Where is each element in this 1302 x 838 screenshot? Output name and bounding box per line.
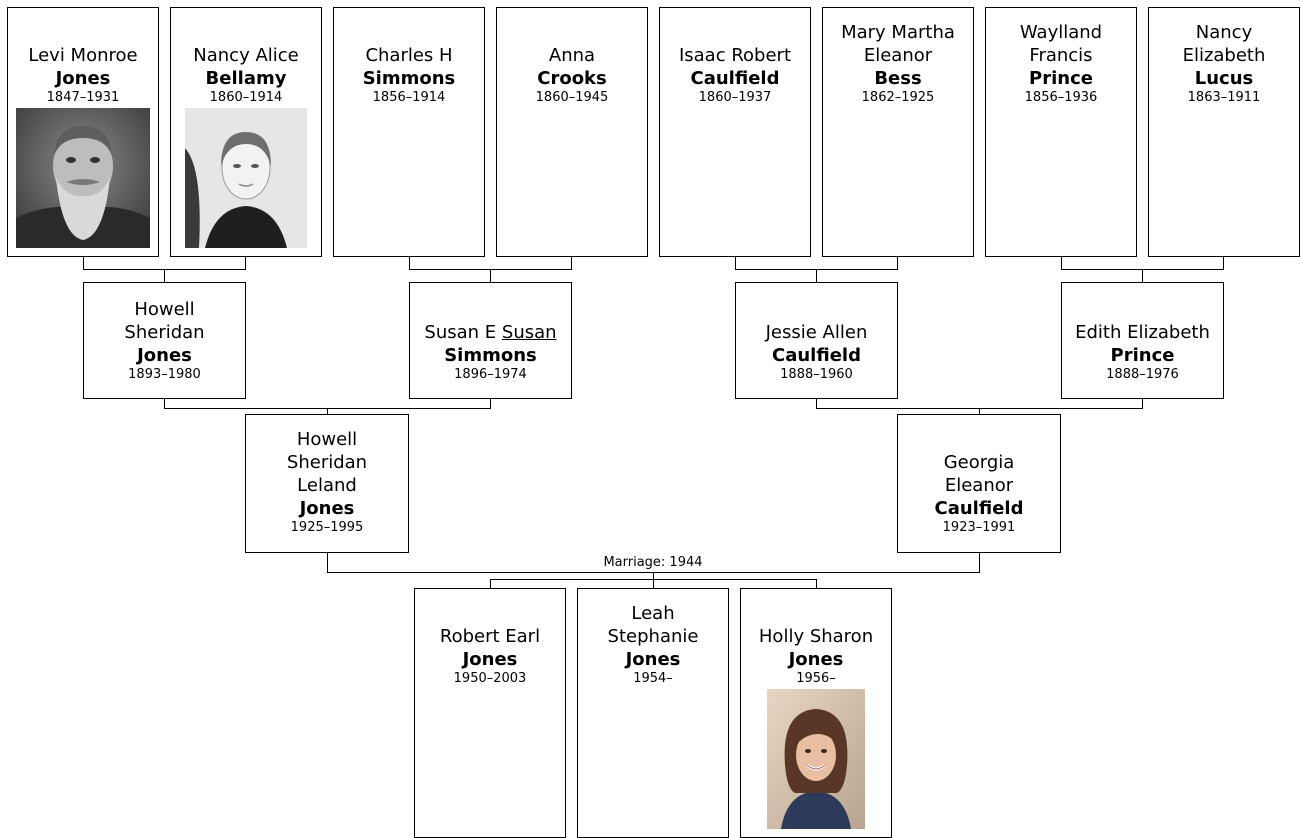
person-card[interactable]: Holly Sharon Jones 1956– (740, 588, 892, 838)
surname: Jones (625, 649, 681, 670)
portrait-photo[interactable] (185, 108, 307, 248)
surname: Jones (137, 345, 192, 366)
surname: Prince (1110, 345, 1175, 366)
life-years: 1863–1911 (1187, 90, 1261, 105)
person-card[interactable]: Nancy Elizabeth Lucus 1863–1911 (1148, 7, 1300, 257)
life-years: 1860–1937 (698, 90, 772, 105)
given-name: Howell Sheridan Leland (286, 429, 368, 496)
connector-line (83, 257, 84, 269)
given-name: Anna (548, 45, 596, 66)
connector-line (979, 408, 980, 414)
portrait-photo[interactable] (16, 108, 150, 248)
portrait-photo[interactable] (767, 689, 865, 829)
surname: Simmons (444, 345, 537, 366)
connector-line (164, 269, 165, 282)
nickname: Susan (501, 322, 557, 343)
connector-line (327, 408, 328, 414)
connector-line (490, 269, 491, 282)
connector-line (409, 257, 410, 269)
life-years: 1923–1991 (942, 520, 1016, 535)
life-years: 1956– (796, 671, 836, 686)
given-name: Leah Stephanie (607, 603, 699, 647)
life-years: 1954– (633, 671, 673, 686)
surname: Jones (788, 649, 844, 670)
life-years: 1847–1931 (46, 90, 120, 105)
given-name-text: Susan E (424, 322, 497, 343)
surname: Bellamy (205, 68, 287, 89)
connector-line (653, 579, 654, 588)
connector-line (1142, 269, 1143, 282)
person-card[interactable]: Waylland Francis Prince 1856–1936 (985, 7, 1137, 257)
connector-line (816, 269, 817, 282)
connector-line (490, 579, 491, 588)
surname: Caulfield (772, 345, 861, 366)
given-name: Mary Martha Eleanor (841, 22, 955, 66)
person-card[interactable]: Howell Sheridan Leland Jones 1925–1995 (245, 414, 409, 553)
given-name: Nancy Elizabeth (1182, 22, 1266, 66)
person-card[interactable]: Edith Elizabeth Prince 1888–1976 (1061, 282, 1224, 399)
connector-line (327, 553, 328, 572)
person-card[interactable]: Anna Crooks 1860–1945 (496, 7, 648, 257)
connector-line (1142, 399, 1143, 408)
marriage-label: Marriage: 1944 (583, 556, 723, 570)
person-card[interactable]: Leah Stephanie Jones 1954– (577, 588, 729, 838)
connector-line (816, 579, 817, 588)
surname: Caulfield (690, 68, 780, 89)
person-card[interactable]: Isaac Robert Caulfield 1860–1937 (659, 7, 811, 257)
surname: Caulfield (934, 498, 1024, 519)
given-name: Holly Sharon (758, 626, 874, 647)
life-years: 1888–1960 (780, 367, 853, 382)
life-years: 1925–1995 (290, 520, 364, 535)
connector-line (816, 399, 817, 408)
given-name: Robert Earl (439, 626, 541, 647)
life-years: 1860–1914 (209, 90, 283, 105)
person-card[interactable]: Levi Monroe Jones 1847–1931 (7, 7, 159, 257)
life-years: 1893–1980 (128, 367, 201, 382)
surname: Jones (55, 68, 111, 89)
surname: Jones (299, 498, 355, 519)
given-name: Charles H (365, 45, 453, 66)
person-card[interactable]: Charles H Simmons 1856–1914 (333, 7, 485, 257)
person-card[interactable]: Mary Martha Eleanor Bess 1862–1925 (822, 7, 974, 257)
surname: Prince (1029, 68, 1093, 89)
given-name: Edith Elizabeth (1075, 322, 1210, 343)
person-card[interactable]: Robert Earl Jones 1950–2003 (414, 588, 566, 838)
surname: Crooks (537, 68, 607, 89)
person-card[interactable]: Georgia Eleanor Caulfield 1923–1991 (897, 414, 1061, 553)
given-name: Jessie Allen (765, 322, 868, 343)
life-years: 1860–1945 (535, 90, 609, 105)
surname: Jones (462, 649, 518, 670)
given-name: Howell Sheridan (124, 299, 205, 343)
connector-line (571, 257, 572, 269)
life-years: 1888–1976 (1106, 367, 1179, 382)
person-card[interactable]: Susan E Susan Simmons 1896–1974 (409, 282, 572, 399)
given-name: Georgia Eleanor (943, 452, 1015, 496)
given-name: Nancy Alice (193, 45, 299, 66)
person-card[interactable]: Howell Sheridan Jones 1893–1980 (83, 282, 246, 399)
given-name: Waylland Francis (1019, 22, 1103, 66)
life-years: 1856–1936 (1024, 90, 1098, 105)
connector-line (1223, 257, 1224, 269)
connector-line (245, 257, 246, 269)
surname: Lucus (1194, 68, 1254, 89)
surname: Simmons (362, 68, 456, 89)
given-name: Isaac Robert (678, 45, 792, 66)
surname: Bess (874, 68, 922, 89)
life-years: 1856–1914 (372, 90, 446, 105)
given-name: Levi Monroe (28, 45, 138, 66)
life-years: 1896–1974 (454, 367, 527, 382)
connector-line (735, 257, 736, 269)
connector-line (653, 572, 654, 579)
person-card[interactable]: Jessie Allen Caulfield 1888–1960 (735, 282, 898, 399)
connector-line (1061, 257, 1062, 269)
connector-line (490, 399, 491, 408)
life-years: 1862–1925 (861, 90, 935, 105)
connector-line (164, 399, 165, 408)
connector-line (897, 257, 898, 269)
life-years: 1950–2003 (453, 671, 527, 686)
person-card[interactable]: Nancy Alice Bellamy 1860–1914 (170, 7, 322, 257)
connector-line (979, 553, 980, 572)
given-name: Susan E Susan (424, 321, 556, 344)
